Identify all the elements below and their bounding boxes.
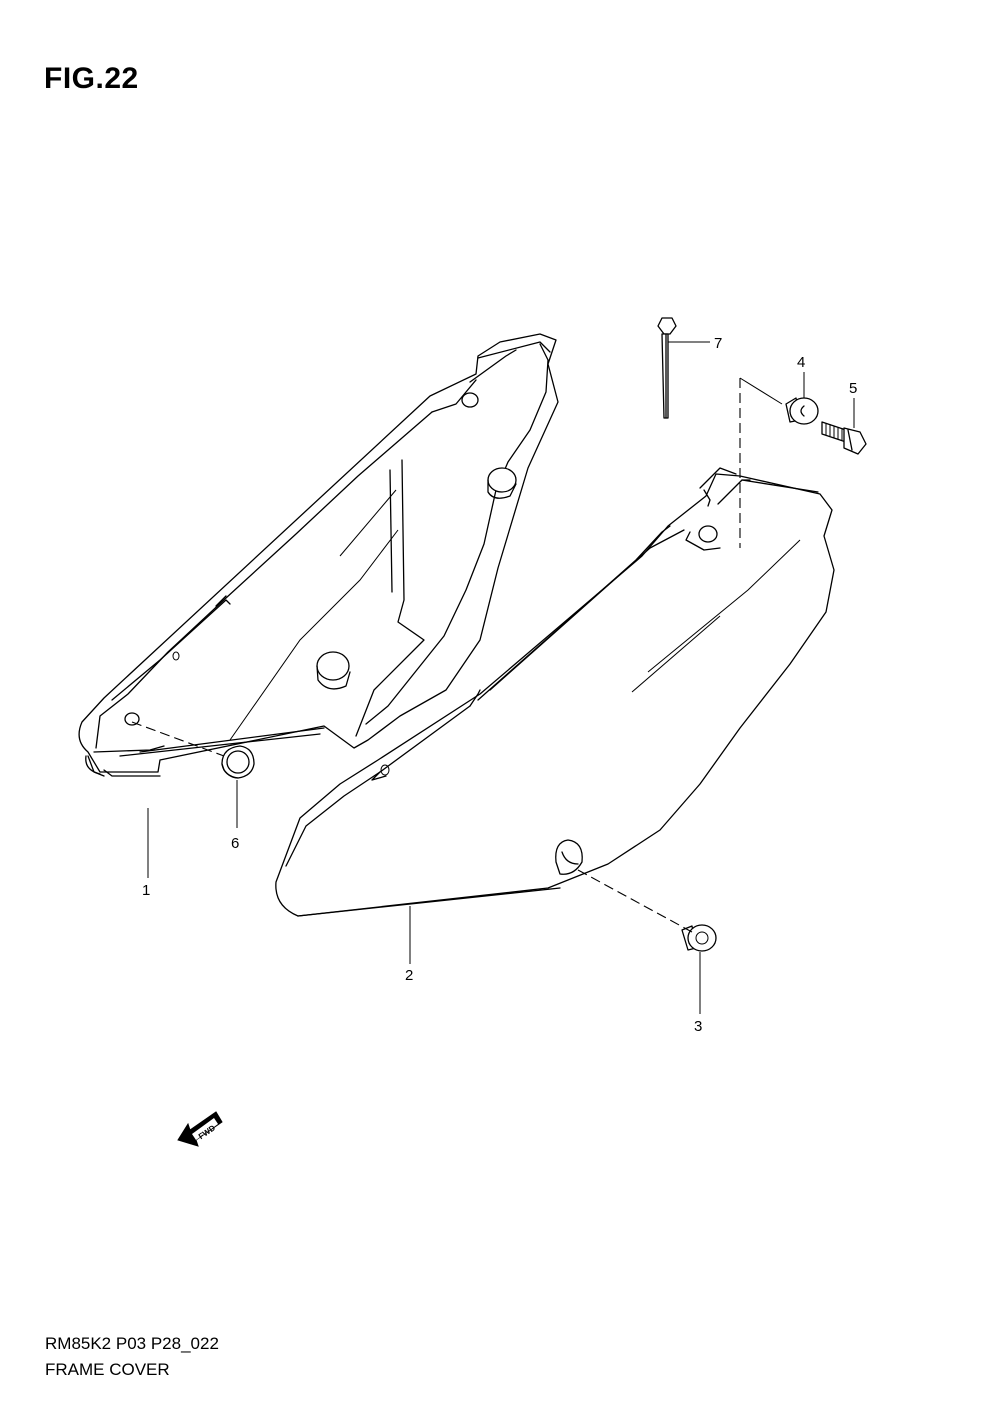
part-7-cable-tie xyxy=(657,317,677,419)
part-1-left-frame-cover xyxy=(78,333,559,777)
part-6-collar xyxy=(221,745,255,779)
assembly-lines xyxy=(131,377,783,933)
callout-2: 2 xyxy=(405,967,413,984)
part-3-grommet xyxy=(681,924,717,952)
callout-4: 4 xyxy=(797,354,805,371)
callout-7: 7 xyxy=(714,335,722,352)
callout-5: 5 xyxy=(849,380,857,397)
leader-lines xyxy=(147,341,855,1014)
part-2-right-frame-cover xyxy=(275,467,835,917)
callout-3: 3 xyxy=(694,1018,702,1035)
document-code: RM85K2 P03 P28_022 xyxy=(45,1334,219,1353)
part-5-bolt xyxy=(821,421,867,455)
callout-1: 1 xyxy=(142,882,150,899)
part-4-grommet xyxy=(785,397,819,425)
callout-6: 6 xyxy=(231,835,239,852)
forward-arrow-icon: FWD xyxy=(177,1111,223,1147)
figure-title: FIG.22 xyxy=(44,62,139,95)
document-name: FRAME COVER xyxy=(45,1360,170,1379)
